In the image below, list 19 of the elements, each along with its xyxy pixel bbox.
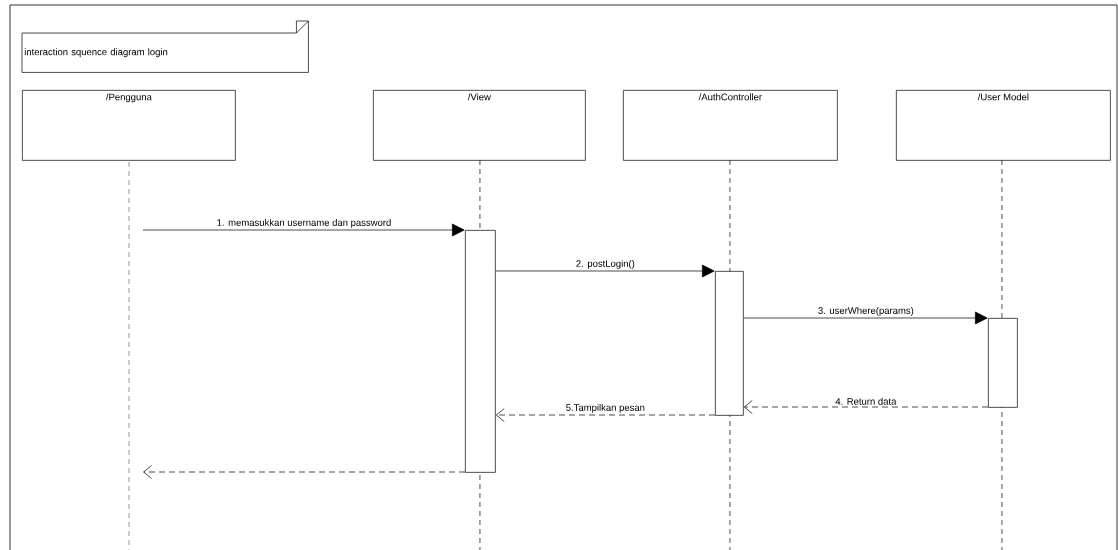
message-label: 4. Return data bbox=[834, 396, 898, 406]
message-label: 1. memasukkan username dan password bbox=[215, 217, 393, 229]
activation-bar bbox=[988, 318, 1018, 408]
lifeline-head-box: /Pengguna bbox=[22, 90, 236, 161]
lifeline-head-box: /AuthController bbox=[623, 90, 838, 161]
activation-bar bbox=[465, 230, 496, 473]
lifeline-head-box: /User Model bbox=[896, 90, 1111, 161]
message-arrow bbox=[142, 223, 465, 237]
message-label: 3. userWhere(params) bbox=[816, 305, 915, 317]
message-label: 5.Tampilkan pesan bbox=[564, 402, 646, 414]
lifeline-head-box: /View bbox=[373, 90, 586, 161]
message-arrow bbox=[743, 311, 988, 325]
message-arrow bbox=[495, 408, 716, 422]
message-arrow bbox=[495, 264, 715, 278]
message-arrow bbox=[743, 400, 989, 414]
activation-bar bbox=[715, 271, 744, 416]
message-label: 2. postLogin() bbox=[574, 258, 636, 270]
note-box: interaction squence diagram login bbox=[21, 20, 309, 73]
message-arrow bbox=[143, 465, 466, 479]
